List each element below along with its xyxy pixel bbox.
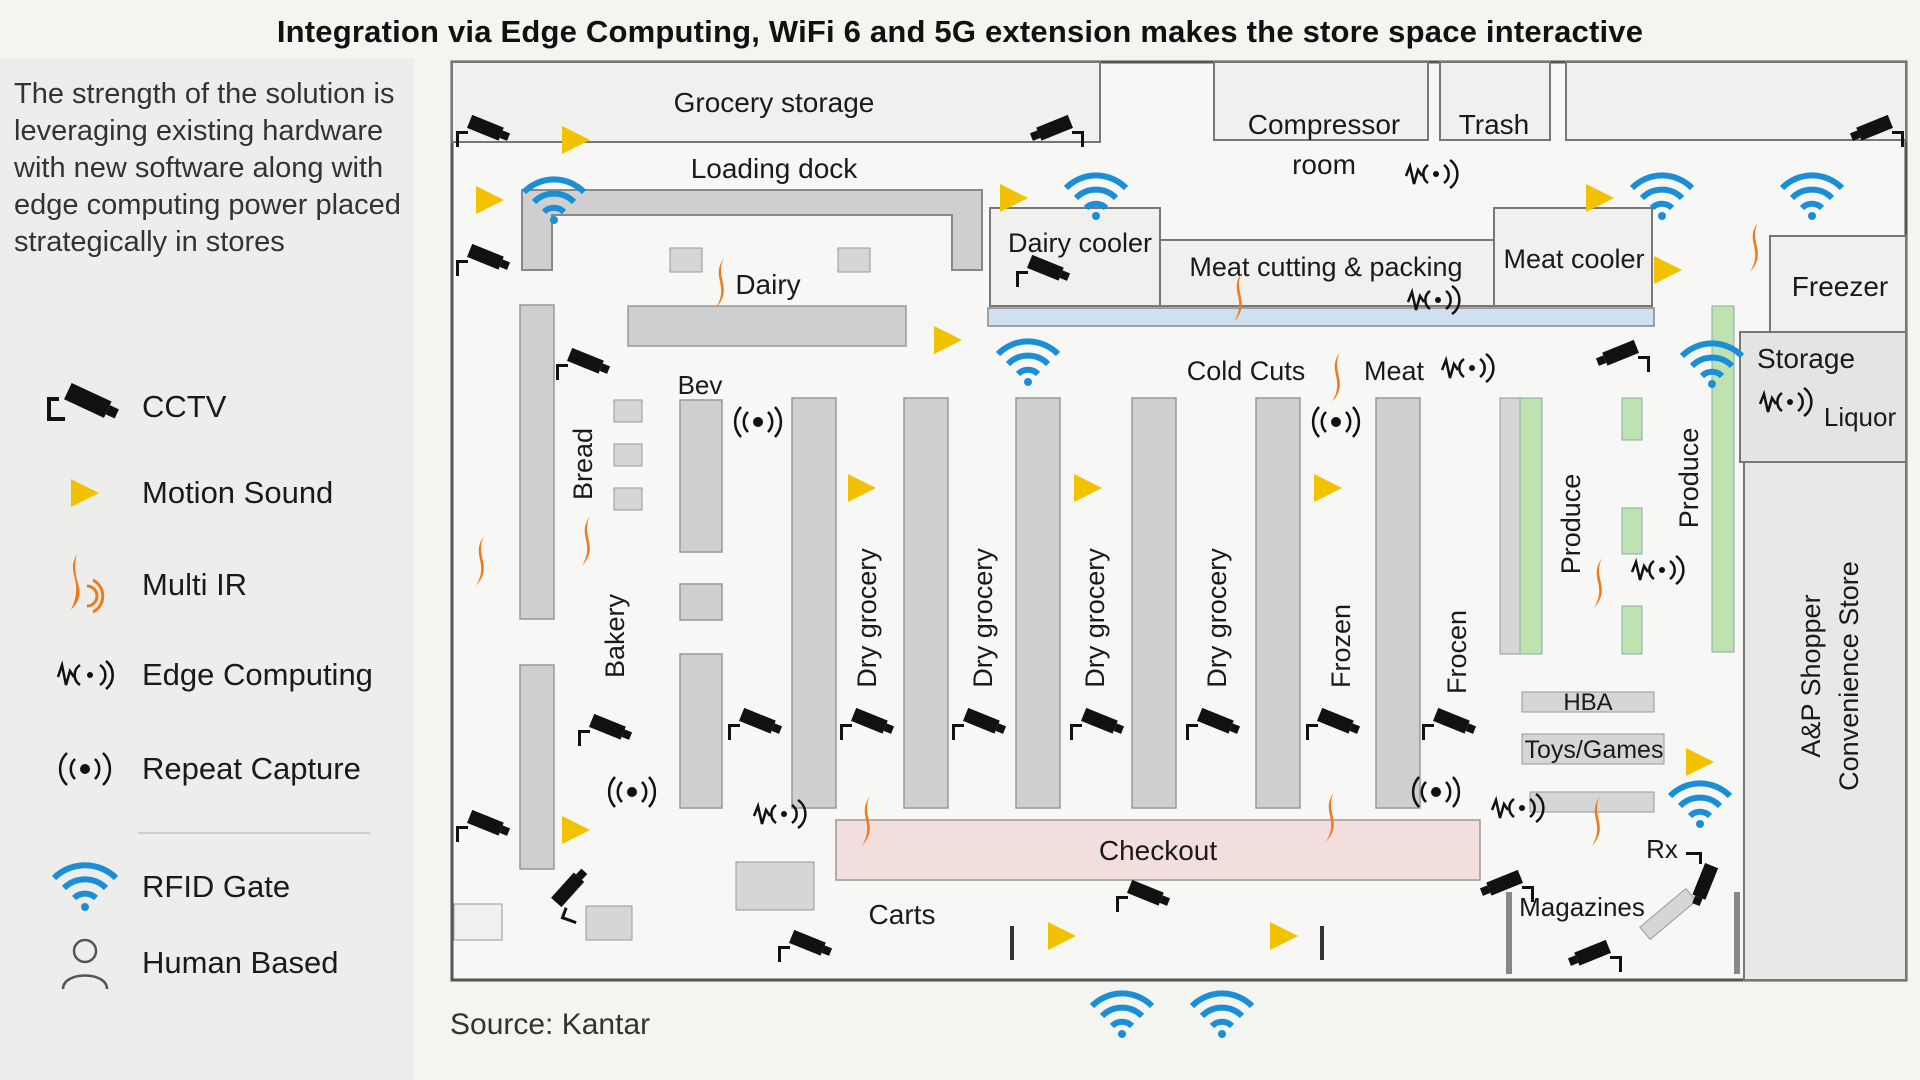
label-dairy-cooler: Dairy cooler	[1008, 228, 1152, 258]
label-dry-grocery-2: Dry grocery	[968, 548, 998, 688]
label-room: room	[1292, 149, 1356, 180]
aisle-5	[1255, 397, 1301, 809]
label-loading-dock: Loading dock	[691, 153, 859, 184]
label-frozen: Frozen	[1326, 604, 1356, 688]
label-dry-grocery-1: Dry grocery	[852, 548, 882, 688]
back-room-right	[1565, 61, 1907, 141]
label-frocen: Frocen	[1442, 610, 1472, 694]
edge-computing-icon	[40, 640, 130, 710]
legend-label-edge: Edge Computing	[142, 657, 373, 692]
aisle-1	[791, 397, 837, 809]
repeat-capture-icon	[40, 734, 130, 804]
loading-dock	[521, 189, 983, 271]
multi-ir-icon	[40, 550, 130, 620]
label-produce-2: Produce	[1674, 428, 1704, 529]
label-rx: Rx	[1646, 834, 1678, 864]
legend-label-rfid: RFID Gate	[142, 869, 291, 904]
compressor-room	[1213, 61, 1429, 141]
label-liquor: Liquor	[1824, 402, 1897, 432]
aisle-4	[1131, 397, 1177, 809]
label-hba: HBA	[1563, 689, 1612, 716]
storage-liquor	[1739, 331, 1907, 463]
grocery-storage-room	[451, 61, 1101, 143]
label-compressor: Compressor	[1248, 109, 1400, 140]
aisle-2	[903, 397, 949, 809]
meat-cooler	[1493, 207, 1653, 307]
legend-label-human: Human Based	[142, 945, 339, 980]
aisle-6	[1375, 397, 1421, 809]
bev-shelf	[679, 399, 723, 553]
freezer	[1769, 235, 1907, 333]
label-cold-cuts: Cold Cuts	[1187, 356, 1306, 386]
intro-text: The strength of the solution is leveragi…	[14, 78, 401, 258]
label-storage: Storage	[1757, 343, 1855, 374]
label-toys: Toys/Games	[1525, 736, 1664, 764]
label-bev: Bev	[678, 370, 723, 400]
bakery-shelf	[519, 664, 555, 870]
legend-divider	[138, 832, 370, 834]
meat-cutting-room	[1159, 239, 1495, 307]
cooler-counter	[987, 307, 1655, 327]
trash-room	[1439, 61, 1551, 141]
label-meat: Meat	[1364, 356, 1425, 386]
label-grocery-storage: Grocery storage	[674, 87, 875, 118]
rfid-gate-icon	[40, 852, 130, 922]
legend-item-multi-ir: Multi IR	[40, 550, 247, 620]
legend-label-cctv: CCTV	[142, 389, 227, 424]
produce-display-1	[1519, 397, 1543, 655]
legend-item-repeat: Repeat Capture	[40, 734, 361, 804]
carts-area	[735, 861, 815, 911]
legend-panel	[0, 58, 414, 1080]
legend-item-edge: Edge Computing	[40, 640, 373, 710]
legend-label-multi-ir: Multi IR	[142, 567, 248, 602]
page-title: Integration via Edge Computing, WiFi 6 a…	[276, 14, 1644, 49]
toys-shelf	[1521, 733, 1665, 765]
hba-shelf	[1521, 691, 1655, 713]
rfid-gate-icon	[1192, 993, 1252, 1038]
label-freezer: Freezer	[1792, 271, 1888, 302]
label-meat-cooler: Meat cooler	[1503, 244, 1644, 274]
dairy-shelf	[627, 305, 907, 347]
rfid-gate-icon	[1092, 993, 1152, 1038]
label-trash: Trash	[1459, 109, 1530, 140]
label-produce-1: Produce	[1556, 474, 1586, 575]
legend-item-human: Human Based	[40, 928, 338, 998]
label-convenience-1: A&P Shopper	[1796, 594, 1826, 757]
legend-label-motion: Motion Sound	[142, 475, 334, 510]
label-meat-cutting: Meat cutting & packing	[1189, 252, 1462, 282]
legend-item-motion: Motion Sound	[40, 458, 333, 528]
label-bakery: Bakery	[600, 593, 630, 678]
label-magazines: Magazines	[1519, 892, 1645, 922]
label-carts: Carts	[869, 899, 936, 930]
legend-item-rfid: RFID Gate	[40, 852, 290, 922]
label-bread: Bread	[568, 428, 598, 500]
label-dry-grocery-3: Dry grocery	[1080, 548, 1110, 688]
legend-item-cctv: CCTV	[40, 372, 226, 442]
source-note: Source: Kantar	[450, 1008, 651, 1041]
aisle-3	[1015, 397, 1061, 809]
convenience-store	[1743, 461, 1907, 981]
label-dairy: Dairy	[735, 269, 800, 300]
cctv-icon	[40, 372, 130, 442]
label-checkout: Checkout	[1099, 835, 1218, 866]
bread-shelf	[519, 304, 555, 620]
label-dry-grocery-4: Dry grocery	[1202, 548, 1232, 688]
label-convenience-2: Convenience Store	[1834, 561, 1864, 791]
motion-sound-icon	[40, 458, 130, 528]
checkout-area	[835, 819, 1481, 881]
human-icon	[40, 928, 130, 998]
produce-display-2	[1711, 305, 1735, 653]
legend-label-repeat: Repeat Capture	[142, 751, 361, 786]
